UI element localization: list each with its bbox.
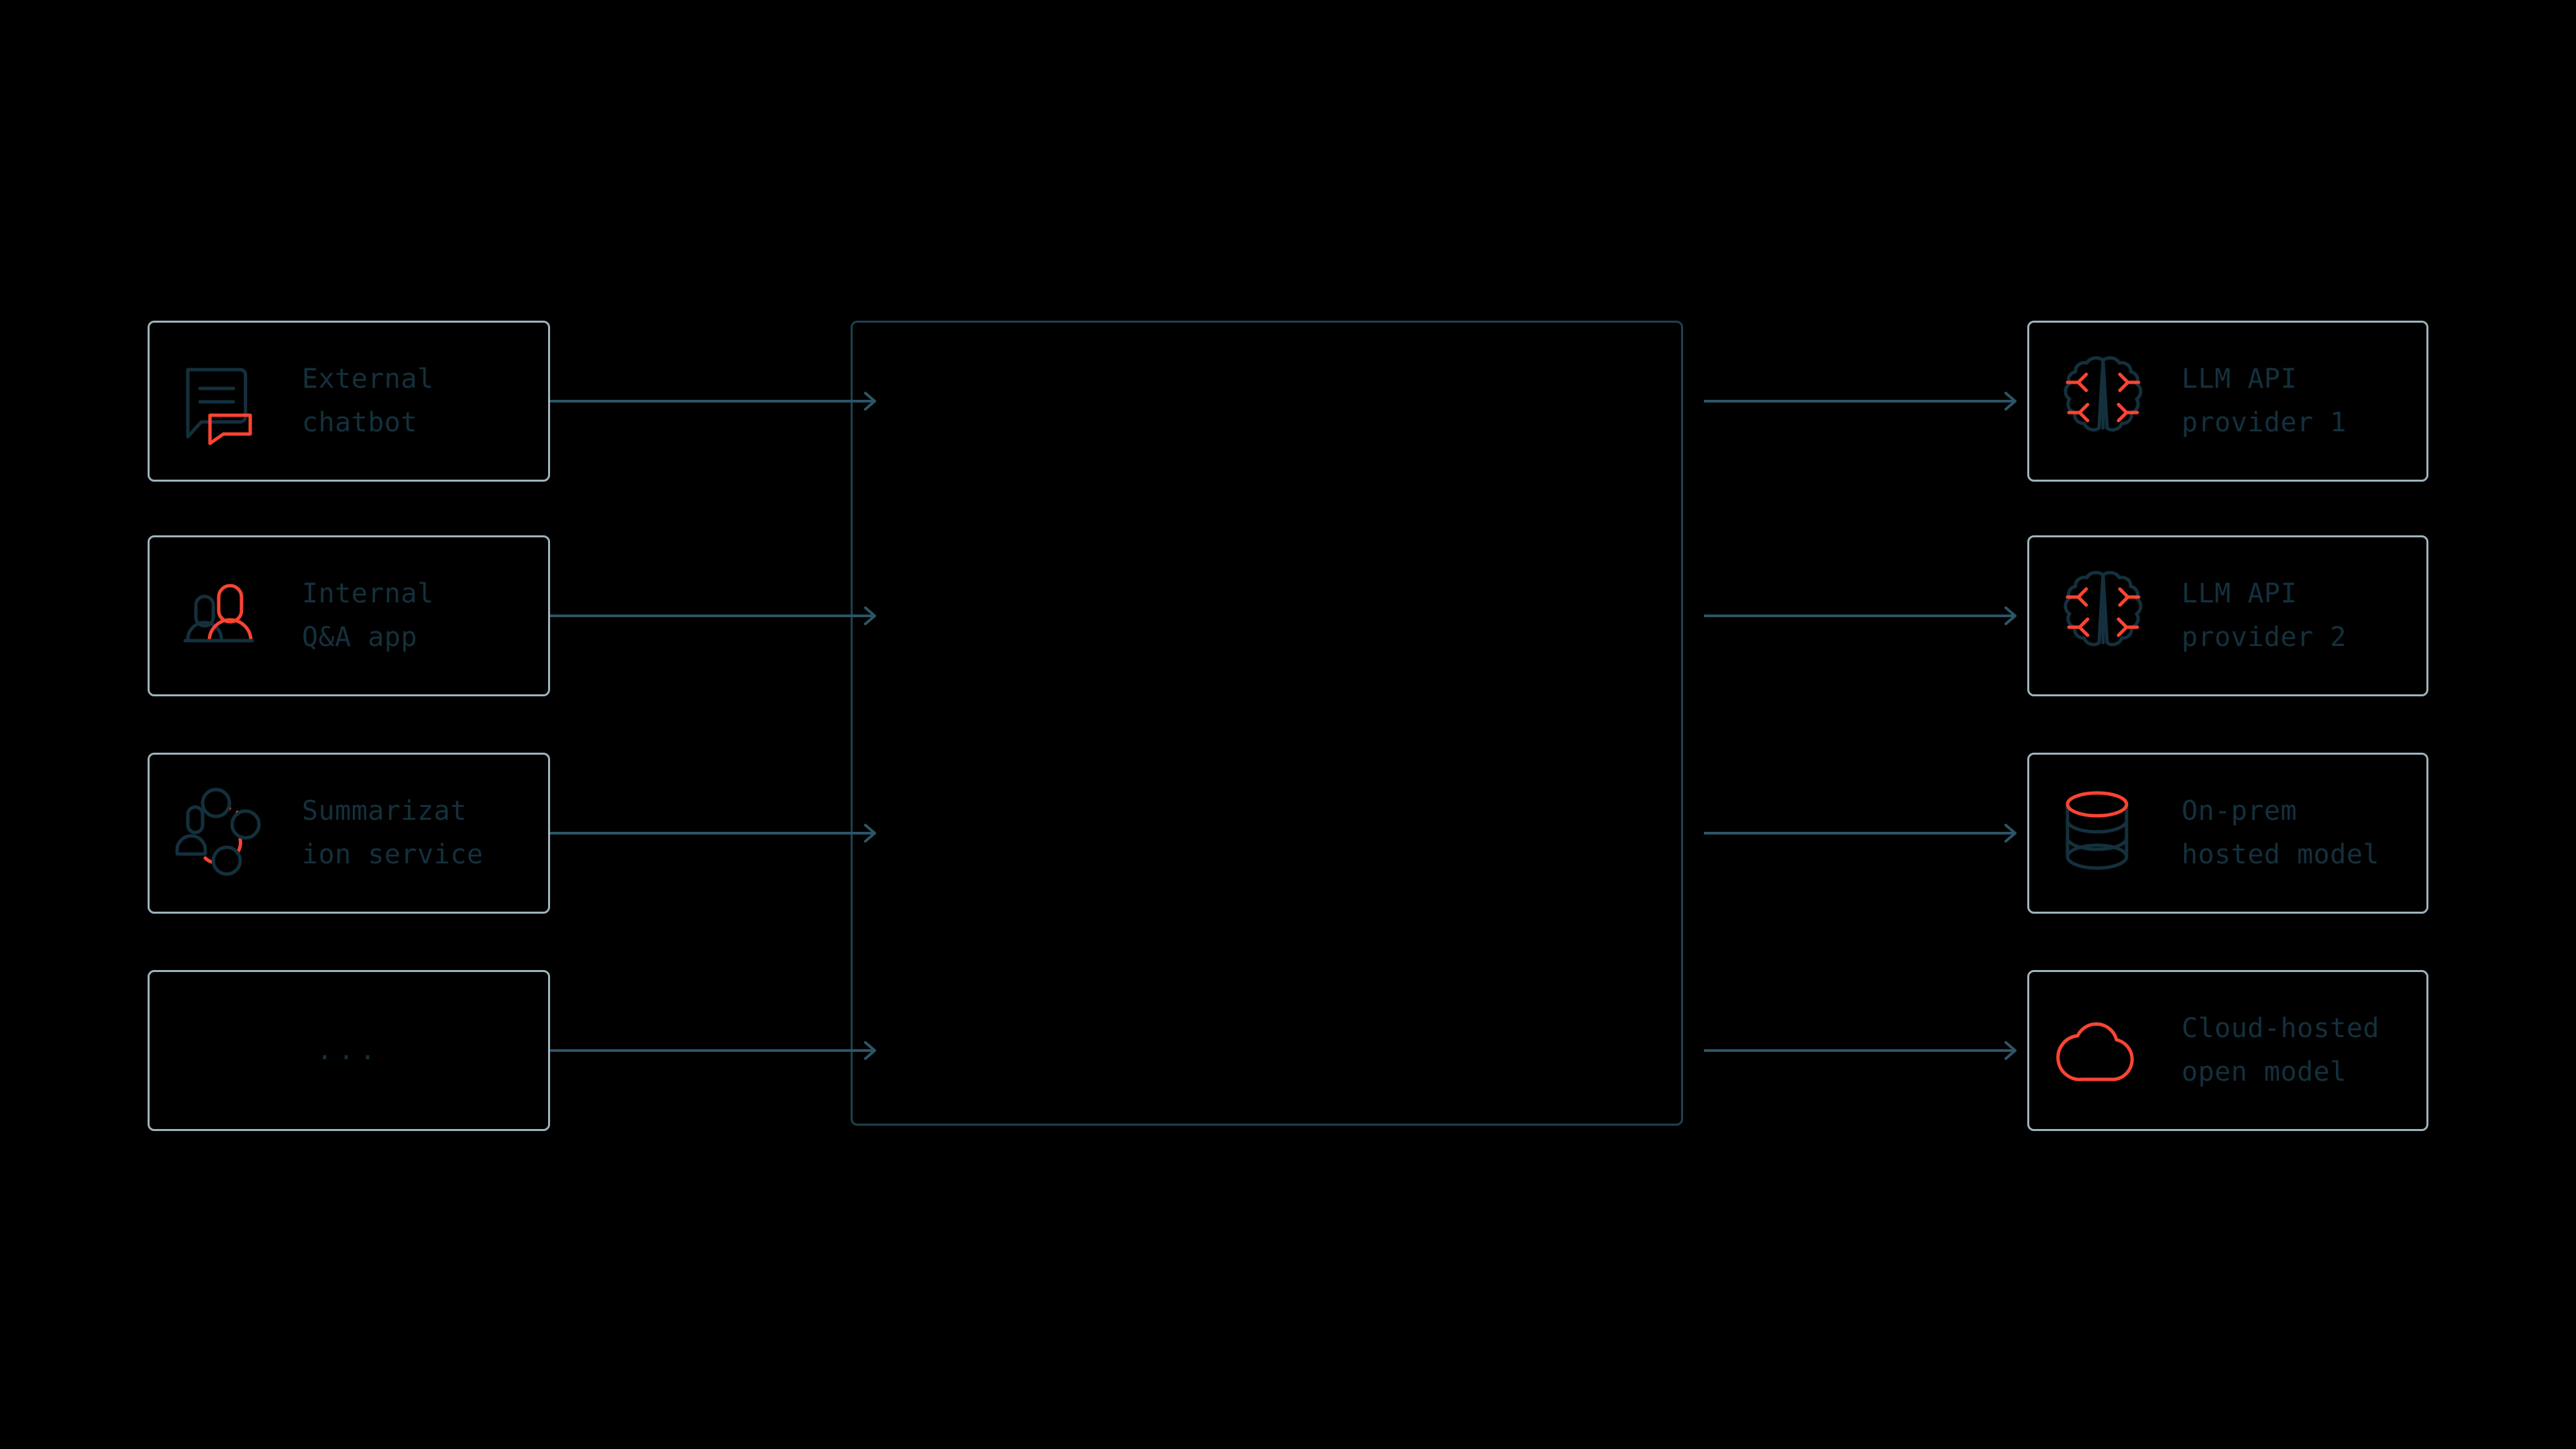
card-label: Cloud-hosted open model — [2182, 1013, 2379, 1087]
database-cylinder-icon — [2044, 775, 2161, 892]
card-external-chatbot[interactable]: External chatbot — [148, 321, 550, 482]
arrow-more-apps-to-center — [550, 1037, 880, 1064]
arrow-summarization-service-to-center — [550, 820, 880, 847]
card-label: On-prem hosted model — [2182, 796, 2379, 870]
card-label: LLM API provider 1 — [2182, 364, 2347, 438]
card-on-prem-hosted-model[interactable]: On-prem hosted model — [2027, 753, 2428, 914]
brain-icon — [2044, 557, 2161, 675]
card-internal-qa-app[interactable]: Internal Q&A app — [148, 535, 550, 696]
card-cloud-hosted-open-model[interactable]: Cloud-hosted open model — [2027, 970, 2428, 1131]
arrow-center-to-cloud-hosted-open-model — [1704, 1037, 2021, 1064]
arrow-external-chatbot-to-center — [550, 388, 880, 415]
card-llm-api-provider-1[interactable]: LLM API provider 1 — [2027, 321, 2428, 482]
card-label: LLM API provider 2 — [2182, 578, 2347, 653]
card-more-apps[interactable]: ... — [148, 970, 550, 1131]
brain-icon — [2044, 343, 2161, 460]
card-label: External chatbot — [302, 364, 434, 438]
arrow-center-to-llm-api-provider-1 — [1704, 388, 2021, 415]
arrow-internal-qa-app-to-center — [550, 602, 880, 629]
card-summarization-service[interactable]: Summarizat ion service — [148, 753, 550, 914]
cloud-icon — [2044, 992, 2161, 1110]
chat-bubbles-icon — [164, 343, 282, 460]
card-label-ellipsis: ... — [316, 1034, 382, 1066]
card-llm-api-provider-2[interactable]: LLM API provider 2 — [2027, 535, 2428, 696]
people-group-icon — [164, 557, 282, 675]
center-gateway-box[interactable] — [851, 321, 1683, 1126]
card-label: Internal Q&A app — [302, 578, 434, 653]
arrow-center-to-on-prem-hosted-model — [1704, 820, 2021, 847]
card-label: Summarizat ion service — [302, 796, 484, 870]
arrow-center-to-llm-api-provider-2 — [1704, 602, 2021, 629]
person-network-icon — [164, 775, 282, 892]
